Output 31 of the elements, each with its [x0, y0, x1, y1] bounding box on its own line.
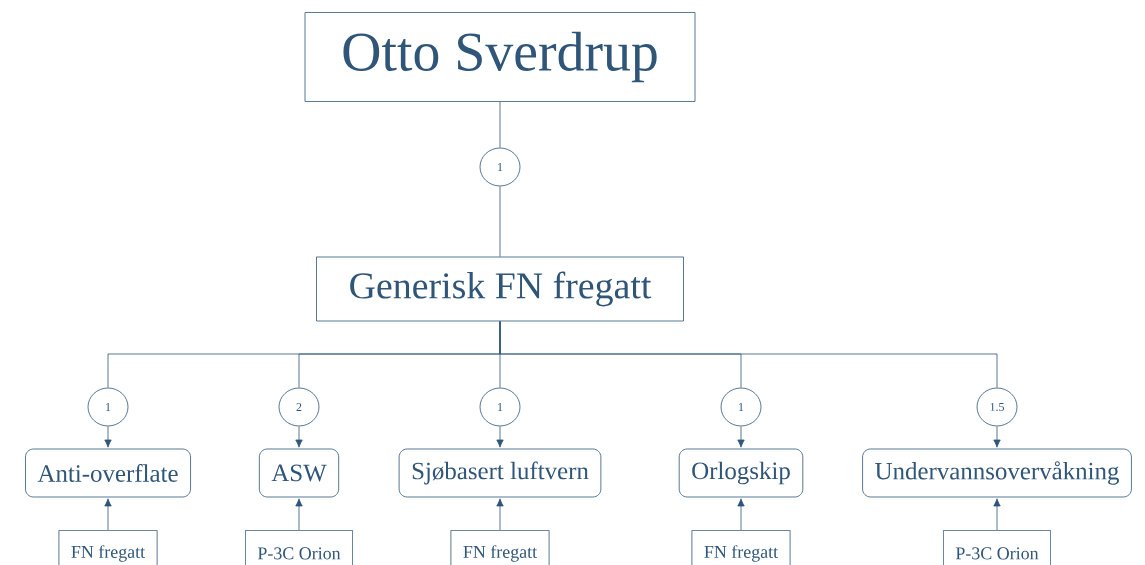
capability-box: ASW [258, 448, 340, 498]
arrow [993, 426, 1001, 448]
capability-box: Anti-overflate [25, 448, 191, 498]
count-oval: 1 [479, 387, 521, 427]
count-oval: 1.5 [976, 387, 1018, 427]
arrow [496, 498, 504, 531]
platform-box: FN fregatt [691, 530, 791, 565]
capability-box: Orlogskip [678, 448, 804, 498]
platform-box: FN fregatt [58, 530, 158, 565]
arrow [737, 498, 745, 531]
title-box: Otto Sverdrup [304, 12, 696, 102]
count-oval: 1 [720, 387, 762, 427]
arrow [295, 498, 303, 531]
platform-box: P-3C Orion [943, 530, 1051, 565]
capability-box: Undervannsovervåkning [862, 448, 1132, 498]
platform-box: FN fregatt [450, 530, 550, 565]
count-oval: 2 [278, 387, 320, 427]
arrow [496, 426, 504, 448]
arrow [104, 498, 112, 531]
connector-line [499, 321, 998, 388]
connector-line [499, 186, 501, 257]
arrow [104, 426, 112, 448]
arrow [993, 498, 1001, 531]
frigate-box: Generisk FN fregatt [316, 256, 684, 322]
count-oval: 1 [87, 387, 129, 427]
count-oval: 1 [479, 147, 521, 187]
connector-line [499, 101, 501, 148]
capability-box: Sjøbasert luftvern [398, 448, 602, 498]
arrow [737, 426, 745, 448]
arrow [295, 426, 303, 448]
platform-box: P-3C Orion [245, 530, 353, 565]
